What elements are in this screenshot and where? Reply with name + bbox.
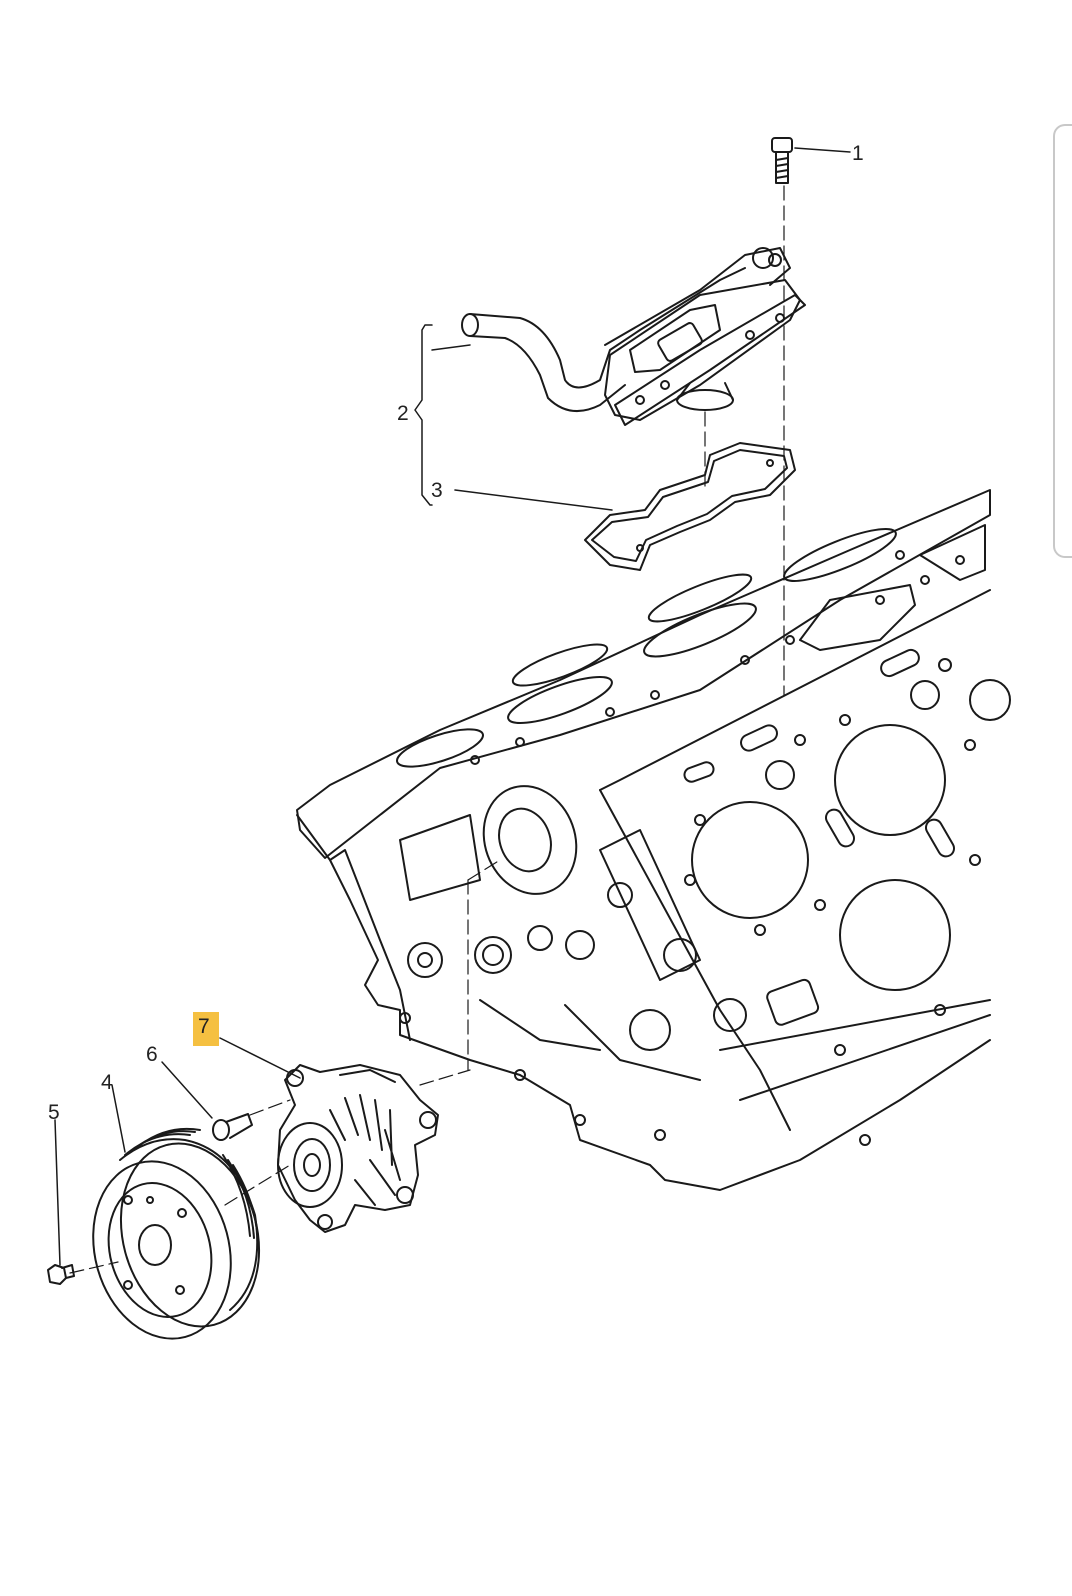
pulley-bolt-part-5 xyxy=(47,1264,75,1285)
assembly-lines xyxy=(69,185,785,1274)
callout-2-label: 2 xyxy=(397,402,409,425)
callout-7-highlight xyxy=(193,1012,219,1046)
callout-6-label: 6 xyxy=(146,1043,158,1066)
coolant-pipe-housing-part-2 xyxy=(461,247,806,426)
callout-3-label: 3 xyxy=(431,479,443,502)
callout-7-label: 7 xyxy=(198,1015,210,1038)
leader-lines xyxy=(54,147,851,1266)
gasket-part-3 xyxy=(584,442,796,571)
callout-5-label: 5 xyxy=(48,1101,60,1124)
water-pump-part-7 xyxy=(277,1064,439,1233)
scroll-edge-indicator[interactable] xyxy=(1053,124,1072,558)
bolt-part-1 xyxy=(771,137,793,184)
pump-bolt-part-6 xyxy=(212,1113,253,1141)
callout-4-label: 4 xyxy=(101,1071,113,1094)
pulley-part-4 xyxy=(92,1127,261,1340)
engine-block xyxy=(296,489,1011,1191)
callout-1-label: 1 xyxy=(852,142,864,165)
